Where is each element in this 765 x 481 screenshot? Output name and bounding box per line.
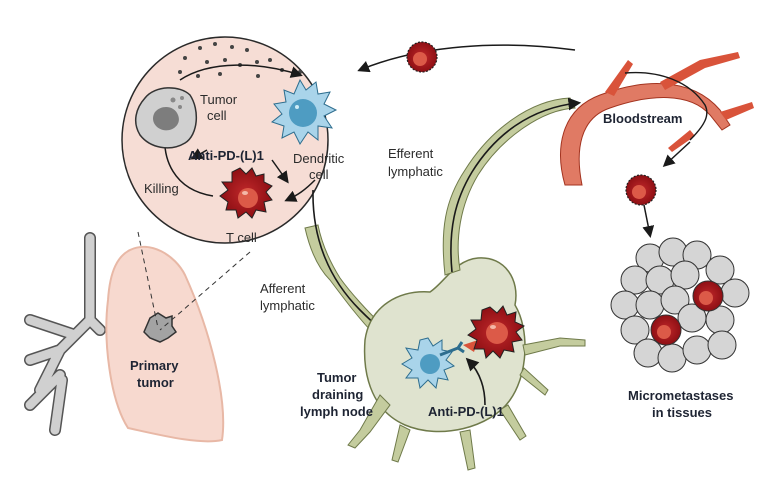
label-tumor-cell-2: cell [207,108,227,123]
zoom-lines [137,231,251,331]
label-primary-tumor-1: Primary [130,358,179,373]
label-lymph-node-1: Tumor [317,370,356,385]
antigen-dots [178,42,302,78]
bloodstream-vessel [560,52,754,186]
tumor-cell [134,87,197,149]
label-dendritic-cell-2: cell [309,167,329,182]
label-micrometastases-1: Micrometastases [628,388,734,403]
label-afferent-1: Afferent [260,281,306,296]
lymph-node-vessels [347,337,586,471]
circulating-t-cell-top [406,41,438,73]
label-bloodstream: Bloodstream [603,111,682,126]
label-efferent-1: Efferent [388,146,434,161]
circulating-t-cell-right [625,174,657,206]
lung [105,245,225,443]
efferent-lymphatic-vessel [442,97,576,276]
label-primary-tumor-2: tumor [137,375,174,390]
pd1-receptor [439,341,465,357]
label-t-cell: T cell [226,230,257,245]
primary-tumor-icon [143,312,178,343]
label-micrometastases-2: in tissues [652,405,712,420]
label-afferent-2: lymphatic [260,298,315,313]
label-efferent-2: lymphatic [388,164,443,179]
label-anti-pd-bottom: Anti-PD-(L)1 [428,404,504,419]
label-dendritic-cell-1: Dendritic [293,151,345,166]
micrometastases-cluster [610,237,750,373]
dendritic-cell-top [270,78,338,145]
lymph-node [363,257,526,433]
t-cell-lymph-node [467,305,525,359]
dendritic-cell-lymph-node [401,337,456,390]
t-cell-top [219,167,273,219]
label-lymph-node-3: lymph node [300,404,373,419]
label-killing: Killing [144,181,179,196]
label-tumor-cell-1: Tumor [200,92,238,107]
label-anti-pd-top: Anti-PD-(L)1 [188,148,264,163]
label-lymph-node-2: draining [312,387,363,402]
